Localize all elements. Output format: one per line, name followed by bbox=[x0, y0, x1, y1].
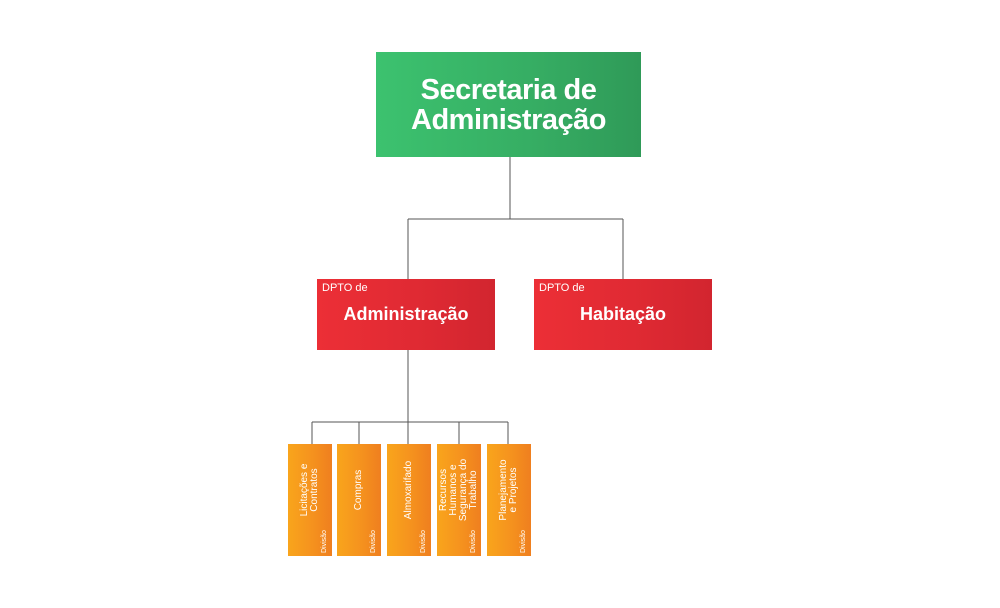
division-name: Planejamento e Projetos bbox=[498, 459, 519, 521]
division-name: Almoxarifado bbox=[403, 460, 414, 520]
division-label: Divisão bbox=[370, 530, 377, 553]
division-node-licitacoes: Divisão Licitações e Contratos bbox=[288, 444, 332, 556]
division-label: Divisão bbox=[321, 530, 328, 553]
division-node-almoxarifado: Divisão Almoxarifado bbox=[387, 444, 431, 556]
department-name: Habitação bbox=[579, 304, 667, 324]
division-label: Divisão bbox=[520, 530, 527, 553]
department-node-administracao: DPTO de Administração bbox=[317, 279, 495, 350]
division-node-compras: Divisão Compras bbox=[337, 444, 381, 556]
division-name: Recursos Humanos e Segurança do Trabalho bbox=[438, 458, 479, 522]
division-name: Compras bbox=[353, 469, 364, 511]
root-node: Secretaria de Administração bbox=[376, 52, 641, 157]
root-title: Secretaria de Administração bbox=[411, 73, 606, 136]
division-label: Divisão bbox=[420, 530, 427, 553]
department-prefix: DPTO de bbox=[539, 282, 585, 294]
department-node-habitacao: DPTO de Habitação bbox=[534, 279, 712, 350]
division-node-recursos-humanos: Divisão Recursos Humanos e Segurança do … bbox=[437, 444, 481, 556]
division-label: Divisão bbox=[470, 530, 477, 553]
department-prefix: DPTO de bbox=[322, 282, 368, 294]
division-name: Licitações e Contratos bbox=[299, 463, 320, 517]
department-name: Administração bbox=[343, 304, 469, 324]
division-node-planejamento: Divisão Planejamento e Projetos bbox=[487, 444, 531, 556]
